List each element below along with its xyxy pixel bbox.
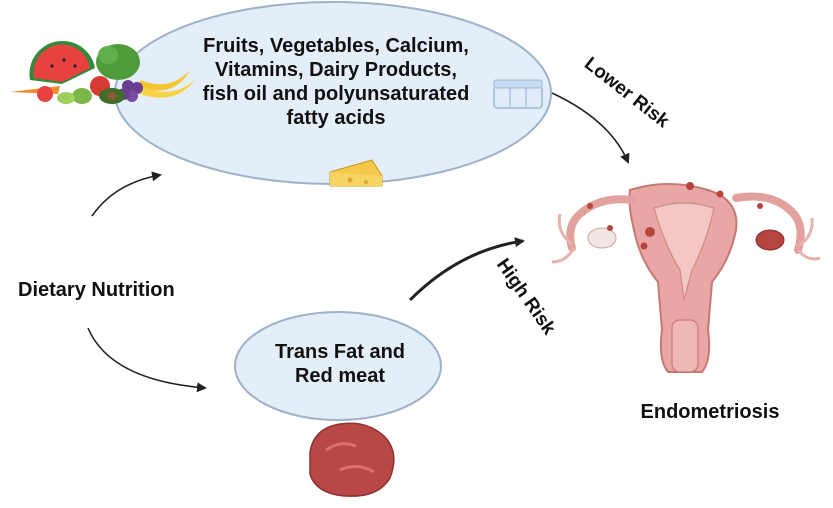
arrow-high-risk xyxy=(408,237,525,302)
top-ellipse-line-4: fatty acids xyxy=(286,107,386,129)
red-meat-icon xyxy=(309,422,395,497)
arrow-lower-risk xyxy=(551,92,630,164)
endometriosis-label: Endometriosis xyxy=(640,401,780,423)
top-ellipse-line-1: Fruits, Vegetables, Calcium, xyxy=(203,35,469,57)
bottom-ellipse xyxy=(234,311,442,421)
top-ellipse-label: Fruits, Vegetables, Calcium, Vitamins, D… xyxy=(150,34,522,130)
top-ellipse-line-2: Vitamins, Dairy Products, xyxy=(215,59,457,81)
fruit-vegetable-pile-icon xyxy=(10,40,195,104)
bottom-ellipse-label: Trans Fat and Red meat xyxy=(250,340,430,388)
bottom-ellipse-line-1: Trans Fat and xyxy=(274,341,406,363)
arrow-dietary-to-bottom xyxy=(87,327,207,393)
arrow-dietary-to-top xyxy=(91,171,162,217)
dietary-nutrition-label: Dietary Nutrition xyxy=(18,279,175,301)
uterus-illustration-icon xyxy=(551,182,821,373)
top-ellipse-line-3: fish oil and polyunsaturated xyxy=(202,83,470,105)
yogurt-cups-icon xyxy=(493,79,543,109)
bottom-ellipse-line-2: Red meat xyxy=(294,365,386,387)
cheese-wedge-icon xyxy=(329,159,383,187)
